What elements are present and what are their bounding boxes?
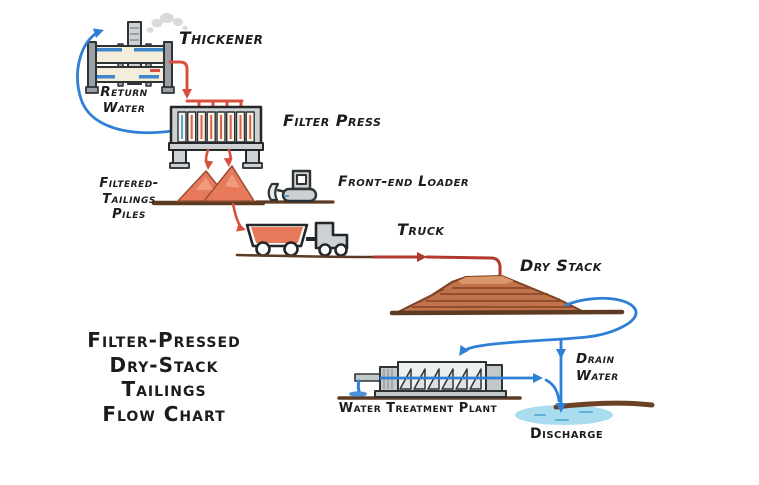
return-water-arrow	[76, 28, 174, 135]
drain-water-label: Drain Water	[576, 351, 619, 384]
feed-manifold-pipes	[185, 99, 244, 110]
dry-stack-illustration	[389, 275, 625, 316]
drain-water-line1: Drain	[576, 351, 615, 367]
return-water-line2: Water	[102, 100, 146, 116]
smoke-icon	[146, 13, 188, 33]
discharge-label: Discharge	[530, 426, 604, 442]
piles-line1: Filtered-	[99, 176, 159, 191]
water-treatment-plant-illustration	[337, 361, 522, 400]
filter-press-label: Filter Press	[283, 111, 382, 130]
arrow-piles-to-truck	[231, 202, 246, 232]
thickener-label: Thickener	[179, 29, 264, 49]
dry-stack-label: Dry Stack	[520, 256, 602, 275]
title-line3: Tailings	[121, 377, 207, 401]
front-end-loader-label: Front-end Loader	[338, 174, 470, 190]
thickener-illustration	[85, 13, 188, 94]
drain-water-line2: Water	[576, 367, 619, 384]
piles-line2: Tailings	[102, 191, 156, 207]
title-line4: Flow Chart	[102, 401, 226, 426]
return-water-line1: Return	[100, 84, 148, 100]
truck-label: Truck	[397, 220, 445, 239]
title-line2: Dry-Stack	[109, 352, 219, 377]
filtered-tailings-piles-label: Filtered- Tailings Piles	[86, 176, 172, 223]
discharge-pool-illustration	[515, 400, 655, 425]
front-end-loader-icon	[255, 169, 335, 204]
filter-press-illustration	[168, 99, 264, 169]
arrow-plant-to-discharge	[379, 373, 561, 403]
piles-line3: Piles	[112, 207, 146, 222]
return-water-label: Return Water	[88, 84, 160, 116]
arrow-truck-to-dry-stack	[235, 252, 502, 277]
truck-illustration	[245, 221, 349, 257]
drain-water-arrows	[459, 296, 638, 411]
water-treatment-plant-label: Water Treatment Plant	[338, 401, 498, 416]
arrow-thickener-to-filter-press	[168, 60, 192, 99]
page-title: Filter-Pressed Dry-Stack Tailings Flow C…	[58, 328, 270, 426]
tailings-piles-illustration	[151, 165, 266, 206]
title-line1: Filter-Pressed	[87, 328, 241, 352]
arrows-press-to-piles	[204, 148, 233, 170]
